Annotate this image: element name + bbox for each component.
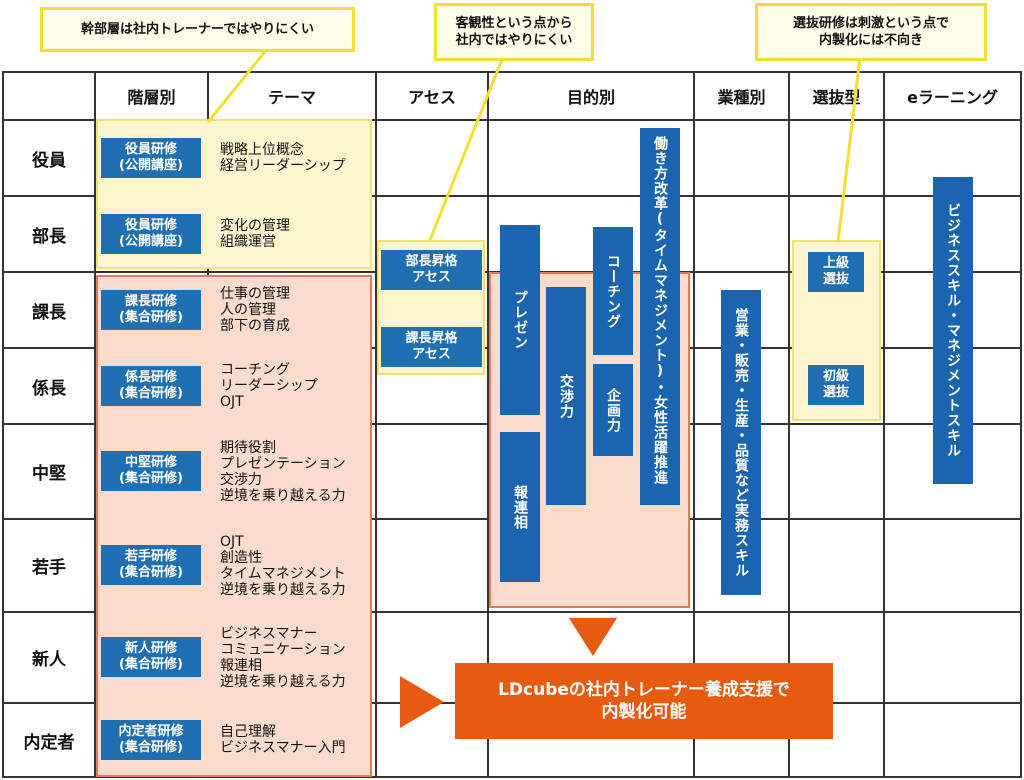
callout-selection: 選抜研修は刺激という点で内製化には不向き xyxy=(755,3,987,61)
bar-planning: 企画力 xyxy=(593,364,633,456)
badge-prospective-hire-training: 内定者研修(集合研修) xyxy=(101,720,201,760)
column-header-theme: テーマ xyxy=(267,88,316,107)
badge-section-manager-training: 課長研修(集合研修) xyxy=(101,290,201,330)
badge-young-staff-training: 若手研修(集合研修) xyxy=(101,545,201,585)
row-header-new-hire: 新人 xyxy=(32,650,66,670)
grid-line-bottom xyxy=(2,776,1022,778)
row-header-supervisor: 係長 xyxy=(32,378,66,399)
column-header-assessment: アセス xyxy=(408,88,456,107)
column-header-elearning: eラーニング xyxy=(907,88,998,107)
badge-advanced-selection: 上級選抜 xyxy=(808,252,864,292)
grid-col-line-4 xyxy=(487,71,489,778)
grid-col-line-8 xyxy=(1020,71,1022,778)
badge-mid-career-training: 中堅研修(集合研修) xyxy=(101,451,201,491)
grid-col-line-0 xyxy=(2,71,4,778)
arrow-right-icon xyxy=(400,676,444,728)
bar-coaching: コーチング xyxy=(593,227,633,355)
grid-line-top xyxy=(2,71,1022,73)
row-header-general-manager: 部長 xyxy=(32,226,66,247)
grid-col-line-7 xyxy=(883,71,885,778)
badge-supervisor-training: 係長研修(集合研修) xyxy=(101,366,201,406)
bar-work-style-reform: 働き方改革(タイムマネジメント)・女性活躍推進 xyxy=(640,128,680,505)
badge-entry-selection: 初級選抜 xyxy=(808,365,864,405)
grid-col-line-3 xyxy=(375,71,377,778)
bar-report-contact-consult: 報連相 xyxy=(500,432,540,582)
bar-negotiation: 交渉力 xyxy=(546,287,586,505)
callout-assessment: 客観性という点から社内ではやりにくい xyxy=(434,3,594,61)
badge-general-manager-training: 役員研修(公開講座) xyxy=(101,214,201,254)
bar-presentation: プレゼン xyxy=(500,225,540,415)
column-header-level: 階層別 xyxy=(127,88,176,107)
badge-gm-promotion-assessment: 部長昇格アセス xyxy=(381,250,482,290)
themes-executive: 戦略上位概念経営リーダーシップ xyxy=(220,142,346,174)
grid-col-line-6 xyxy=(788,71,790,778)
themes-mid-career: 期待役割プレゼンテーション交渉力逆境を乗り越える力 xyxy=(220,439,346,504)
in-house-level-zone xyxy=(96,275,372,777)
grid-col-line-1 xyxy=(94,71,96,778)
grid-col-line-5 xyxy=(693,71,695,778)
column-header-selection: 選抜型 xyxy=(812,88,861,107)
grid-line-row-1 xyxy=(2,195,1022,197)
bar-business-management-skills: ビジネススキル・マネジメントスキル xyxy=(933,177,973,484)
themes-prospective-hire: 自己理解ビジネスマナー入門 xyxy=(220,724,346,756)
themes-section-manager: 仕事の管理人の管理部下の育成 xyxy=(220,286,290,334)
row-header-mid-career: 中堅 xyxy=(32,464,66,484)
leader-line-executive xyxy=(206,47,270,123)
callout-executive: 幹部層は社内トレーナーではやりにくい xyxy=(40,7,355,52)
row-header-executive: 役員 xyxy=(32,150,66,171)
themes-general-manager: 変化の管理組織運営 xyxy=(220,218,290,250)
row-header-section-manager: 課長 xyxy=(32,302,66,323)
leader-line-assessment xyxy=(428,56,505,241)
result-banner: LDcubeの社内トレーナー養成支援で内製化可能 xyxy=(455,663,833,739)
themes-new-hire: ビジネスマナーコミュニケーション報連相逆境を乗り越える力 xyxy=(220,625,346,690)
column-header-purpose: 目的別 xyxy=(566,88,615,107)
badge-executive-training: 役員研修(公開講座) xyxy=(101,138,201,178)
grid-line-header xyxy=(2,119,1022,121)
column-header-industry: 業種別 xyxy=(717,88,766,107)
badge-sm-promotion-assessment: 課長昇格アセス xyxy=(381,327,482,367)
leader-line-selection xyxy=(836,56,862,243)
row-header-prospective-hire: 内定者 xyxy=(23,732,75,753)
row-header-young-staff: 若手 xyxy=(32,558,66,578)
grid-line-row-6 xyxy=(2,611,1022,613)
badge-new-hire-training: 新人研修(集合研修) xyxy=(101,637,201,677)
arrow-down-icon xyxy=(569,618,617,656)
bar-practical-skills: 営業・販売・生産・品質など実務スキル xyxy=(721,290,761,595)
